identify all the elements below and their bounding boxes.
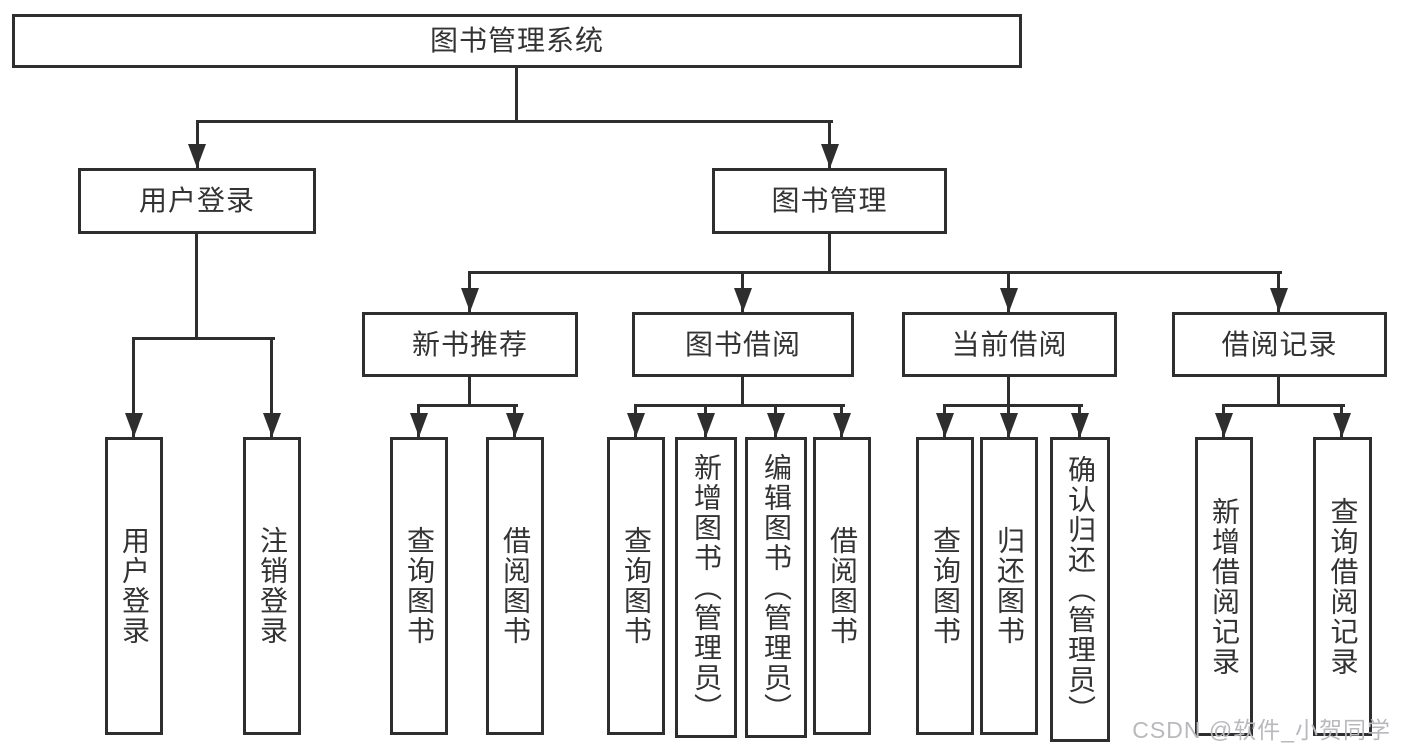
arrowhead-leaf-query-books-3 [936,413,954,437]
leaf-query-books-borrowing: 查询图书 [607,437,665,735]
node-library-management-system: 图书管理系统 [12,14,1022,68]
edge-book-borrowing-stem [741,377,744,407]
edge-current-borrowing-hline [945,404,1083,407]
edge-new-book-recommend-stem [468,377,471,407]
edge-borrowing-records-hline [1224,404,1345,407]
edge-new-book-recommend-hline [419,404,518,407]
leaf-query-books-current: 查询图书 [916,437,974,735]
edge-root-hline [197,120,833,123]
node-user-login: 用户登录 [78,168,316,234]
watermark: CSDN @软件_小贺同学 [1132,717,1391,743]
arrowhead-leaf-borrow-books-1 [506,413,524,437]
arrowhead-leaf-query-books-2 [627,413,645,437]
leaf-logout: 注销登录 [243,437,301,735]
edge-user-login-stem [195,234,198,340]
arrowhead-leaf-borrow-books-2 [833,413,851,437]
arrowhead-current-borrowing [1000,288,1018,312]
arrowhead-leaf-add-books [697,413,715,437]
node-borrowing-records: 借阅记录 [1172,312,1387,377]
node-book-borrowing: 图书借阅 [632,312,854,377]
arrowhead-leaf-confirm-return [1071,413,1089,437]
edge-book-management-hline [470,271,1282,274]
leaf-add-books-admin: 新增图书（管理员） [675,437,737,738]
edge-user-login-hline [134,337,275,340]
leaf-return-books: 归还图书 [980,437,1038,735]
leaf-borrow-books-borrowing: 借阅图书 [813,437,871,735]
edge-to-leaf-user-login [132,337,135,437]
arrowhead-user-login [188,144,206,168]
arrowhead-new-book-recommend [461,288,479,312]
edge-borrowing-records-stem [1277,377,1280,407]
node-book-management: 图书管理 [712,168,947,234]
arrowhead-leaf-query-record [1333,413,1351,437]
leaf-confirm-return-admin: 确认归还（管理员） [1050,437,1110,742]
leaf-user-login: 用户登录 [105,437,163,735]
node-new-book-recommend: 新书推荐 [362,312,578,377]
edge-to-leaf-logout [270,337,273,437]
arrowhead-leaf-add-record [1215,413,1233,437]
leaf-query-books-recommend: 查询图书 [390,437,448,735]
arrowhead-leaf-edit-books [767,413,785,437]
edge-book-borrowing-hline [636,404,845,407]
arrowhead-leaf-user-login [125,413,143,437]
node-current-borrowing: 当前借阅 [902,312,1117,377]
arrowhead-leaf-query-books-1 [410,413,428,437]
arrowhead-borrowing-records [1270,288,1288,312]
edge-current-borrowing-stem [1007,377,1010,407]
edge-root-stem [515,68,518,123]
leaf-borrow-books-recommend: 借阅图书 [486,437,544,735]
leaf-query-borrow-record: 查询借阅记录 [1313,437,1372,736]
arrowhead-book-borrowing [734,288,752,312]
edge-book-management-stem [828,234,831,274]
arrowhead-book-management [821,144,839,168]
leaf-add-borrow-record: 新增借阅记录 [1195,437,1253,736]
arrowhead-leaf-logout [263,413,281,437]
arrowhead-leaf-return-books [1000,413,1018,437]
leaf-edit-books-admin: 编辑图书（管理员） [745,437,807,738]
